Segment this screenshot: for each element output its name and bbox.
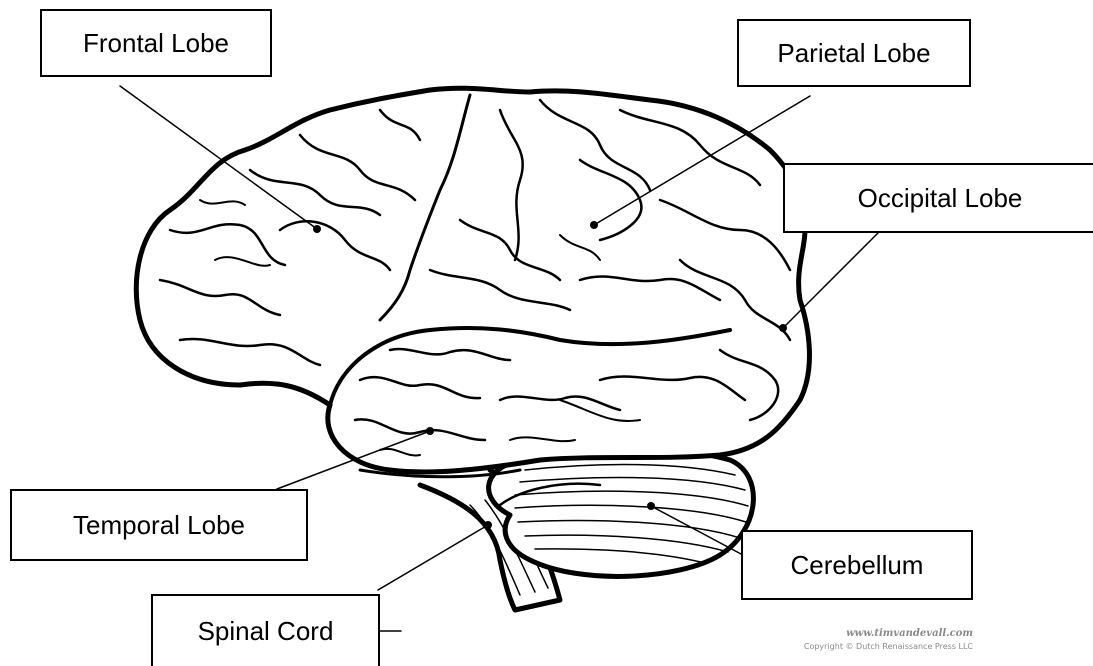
cerebellum-label: Cerebellum [791, 550, 924, 581]
spinal-cord-label-box: Spinal Cord [151, 594, 380, 666]
cerebrum-illustration [136, 88, 809, 477]
watermark-url: www.timvandevall.com [846, 628, 973, 639]
occipital-lobe-label: Occipital Lobe [858, 183, 1023, 214]
spinal-cord-label: Spinal Cord [198, 616, 334, 647]
temporal-lobe-label-box: Temporal Lobe [10, 489, 308, 561]
dot-spinal [484, 521, 492, 529]
dot-temporal [426, 427, 434, 435]
dot-occipital [779, 324, 787, 332]
dot-frontal [313, 225, 321, 233]
parietal-lobe-label: Parietal Lobe [777, 38, 930, 69]
watermark-copyright: Copyright © Dutch Renaissance Press LLC [804, 642, 973, 651]
dot-cerebellum [647, 502, 655, 510]
occipital-lobe-label-box: Occipital Lobe [783, 163, 1093, 233]
cerebellum-illustration [489, 450, 754, 577]
dot-parietal [590, 221, 598, 229]
frontal-lobe-label-box: Frontal Lobe [40, 9, 272, 77]
frontal-lobe-label: Frontal Lobe [83, 28, 229, 59]
temporal-lobe-label: Temporal Lobe [73, 510, 245, 541]
parietal-lobe-label-box: Parietal Lobe [737, 19, 971, 87]
leader-spinal [378, 525, 488, 590]
cerebellum-label-box: Cerebellum [741, 530, 973, 600]
